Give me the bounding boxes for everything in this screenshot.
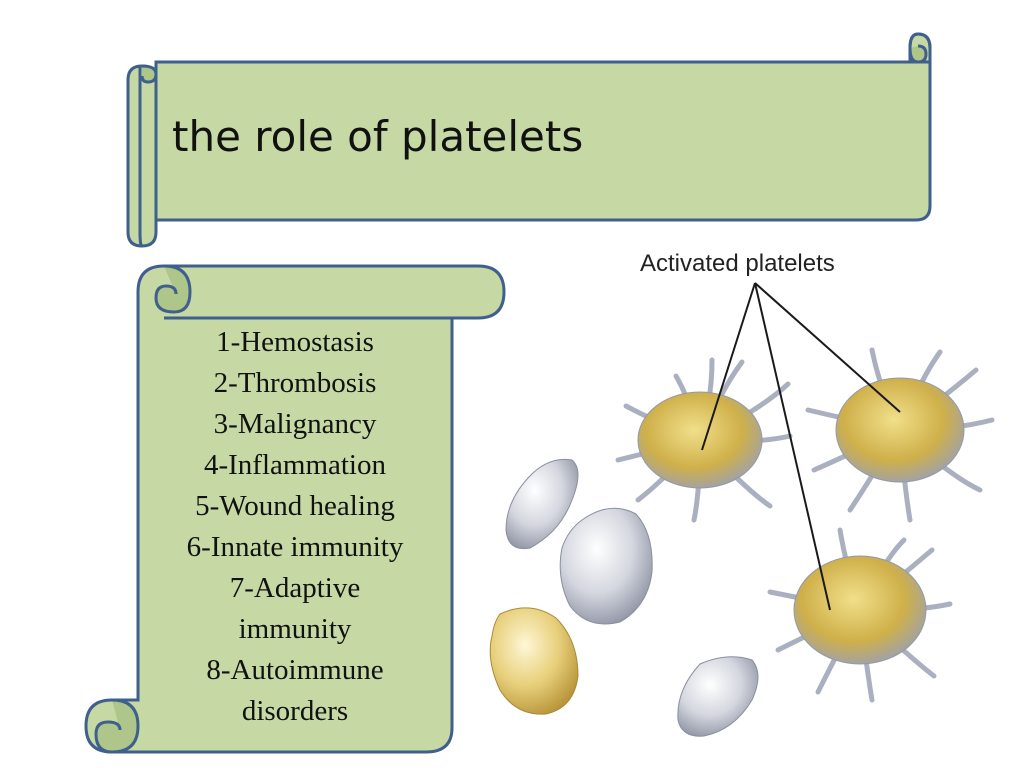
resting-platelet (489, 607, 579, 715)
list-item: 8-Autoimmune (206, 654, 384, 686)
illustration-label: Activated platelets (640, 250, 835, 277)
list-item: 6-Innate immunity (186, 531, 404, 563)
list-item: immunity (238, 613, 352, 645)
roles-scroll (84, 264, 506, 754)
list-item: 2-Thrombosis (213, 367, 377, 399)
list-item: disorders (241, 695, 349, 727)
slide-title: the role of platelets (172, 112, 584, 161)
activated-platelet (615, 357, 793, 523)
platelet-illustration (489, 282, 995, 737)
resting-platelet (559, 507, 653, 625)
resting-platelet (505, 458, 579, 550)
title-scroll-banner (126, 32, 932, 248)
list-item: 3-Malignancy (213, 408, 377, 440)
label-pointer-lines (701, 282, 901, 611)
activated-platelet (805, 347, 995, 523)
list-item: 4-Inflammation (203, 449, 386, 481)
resting-platelet (677, 656, 759, 737)
list-item: 5-Wound healing (195, 490, 395, 522)
roles-list: 1-Hemostasis 2-Thrombosis 3-Malignancy 4… (150, 322, 440, 732)
list-item: 7-Adaptive (229, 572, 361, 604)
activated-platelet (767, 527, 953, 703)
list-item: 1-Hemostasis (216, 326, 374, 358)
